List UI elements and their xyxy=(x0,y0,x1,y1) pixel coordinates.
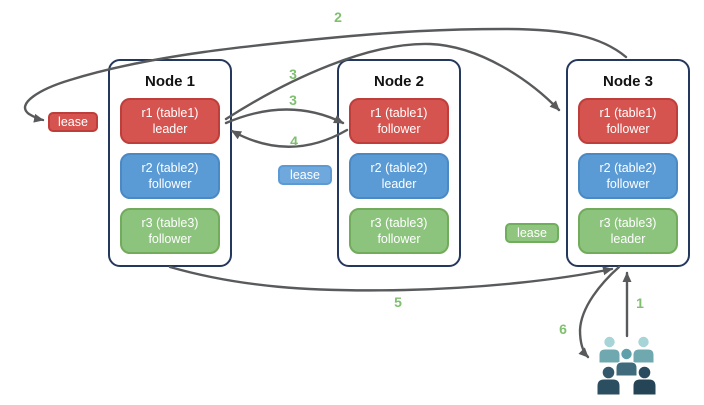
arrow-step-3-to-node2 xyxy=(224,108,345,125)
replica-role: follower xyxy=(606,177,650,191)
lease-badge-red: lease xyxy=(48,112,98,132)
replica-name: r1 (table1) xyxy=(370,106,428,120)
replica-role: follower xyxy=(377,232,421,246)
node1-replica-r3: r3 (table3) follower xyxy=(120,208,220,254)
replica-role: follower xyxy=(377,122,421,136)
step-label-3-lower: 3 xyxy=(289,92,297,108)
arrow-step-5 xyxy=(168,265,614,292)
replica-name: r1 (table1) xyxy=(599,106,657,120)
replica-name: r2 (table2) xyxy=(599,161,657,175)
replica-name: r3 (table3) xyxy=(370,216,428,230)
node3-replica-r1: r1 (table1) follower xyxy=(578,98,678,144)
node-2: Node 2 r1 (table1) follower r2 (table2) … xyxy=(337,59,461,267)
replica-name: r3 (table3) xyxy=(599,216,657,230)
lease-badge-blue: lease xyxy=(278,165,332,185)
node-title: Node 1 xyxy=(144,73,195,90)
node2-replica-r2: r2 (table2) leader xyxy=(349,153,449,199)
replica-role: follower xyxy=(148,232,192,246)
replica-role: leader xyxy=(610,232,646,246)
node-title: Node 3 xyxy=(602,73,653,90)
node-3: Node 3 r1 (table1) follower r2 (table2) … xyxy=(566,59,690,267)
lease-badge-green: lease xyxy=(505,223,559,243)
node3-replica-r2: r2 (table2) follower xyxy=(578,153,678,199)
step-label-1: 1 xyxy=(636,295,644,311)
node-1: Node 1 r1 (table1) leader r2 (table2) fo… xyxy=(108,59,232,267)
step-label-2: 2 xyxy=(334,9,342,25)
replica-name: r3 (table3) xyxy=(141,216,199,230)
step-label-4: 4 xyxy=(290,133,298,149)
step-label-6: 6 xyxy=(559,321,567,337)
replica-role: leader xyxy=(152,122,188,136)
node2-replica-r1: r1 (table1) follower xyxy=(349,98,449,144)
step-label-5: 5 xyxy=(394,294,402,310)
arrow-step-6 xyxy=(578,265,621,359)
replica-name: r2 (table2) xyxy=(370,161,428,175)
replica-name: r1 (table1) xyxy=(141,106,199,120)
node-title: Node 2 xyxy=(373,73,424,90)
node3-replica-r3: r3 (table3) leader xyxy=(578,208,678,254)
node2-replica-r3: r3 (table3) follower xyxy=(349,208,449,254)
node1-replica-r2: r2 (table2) follower xyxy=(120,153,220,199)
replica-name: r2 (table2) xyxy=(141,161,199,175)
node1-replica-r1: r1 (table1) leader xyxy=(120,98,220,144)
replica-role: leader xyxy=(381,177,417,191)
users-icon xyxy=(596,335,657,396)
step-label-3-upper: 3 xyxy=(289,66,297,82)
replica-role: follower xyxy=(606,122,650,136)
replica-role: follower xyxy=(148,177,192,191)
